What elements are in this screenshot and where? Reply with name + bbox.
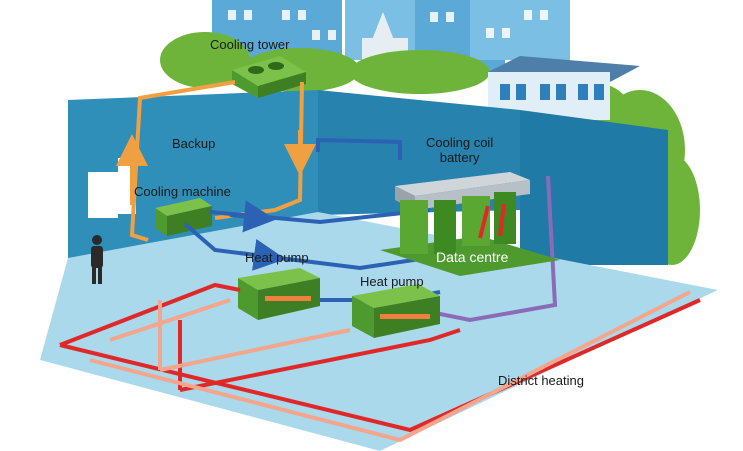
person-figure <box>91 235 103 284</box>
label-cooling-tower: Cooling tower <box>210 37 290 52</box>
label-district-heating: District heating <box>498 373 584 388</box>
building <box>470 0 570 60</box>
label-cooling-coil: Cooling coil battery <box>426 135 493 165</box>
label-heat-pump-2: Heat pump <box>360 274 424 289</box>
heat-pump-unit-1 <box>238 268 320 320</box>
label-backup: Backup <box>172 136 216 151</box>
heat-pump-unit-2 <box>352 284 440 338</box>
floor-edge <box>40 360 380 451</box>
church-spire <box>372 12 394 40</box>
cooling-tower-unit <box>232 56 306 98</box>
district-heating-pipes <box>59 282 701 443</box>
cooling-machine-unit <box>155 198 212 236</box>
return-pipe <box>419 175 558 323</box>
office-building <box>488 56 640 120</box>
data-centre-unit <box>380 172 560 276</box>
label-cooling-machine: Cooling machine <box>134 184 231 199</box>
building-windows <box>228 10 548 40</box>
label-cooling-coil-line2: battery <box>439 150 480 165</box>
label-data-centre: Data centre <box>436 249 509 265</box>
label-heat-pump-1: Heat pump <box>245 250 309 265</box>
floor-edge <box>380 290 743 451</box>
label-cooling-coil-line1: Cooling coil <box>426 135 494 150</box>
window <box>88 172 118 218</box>
